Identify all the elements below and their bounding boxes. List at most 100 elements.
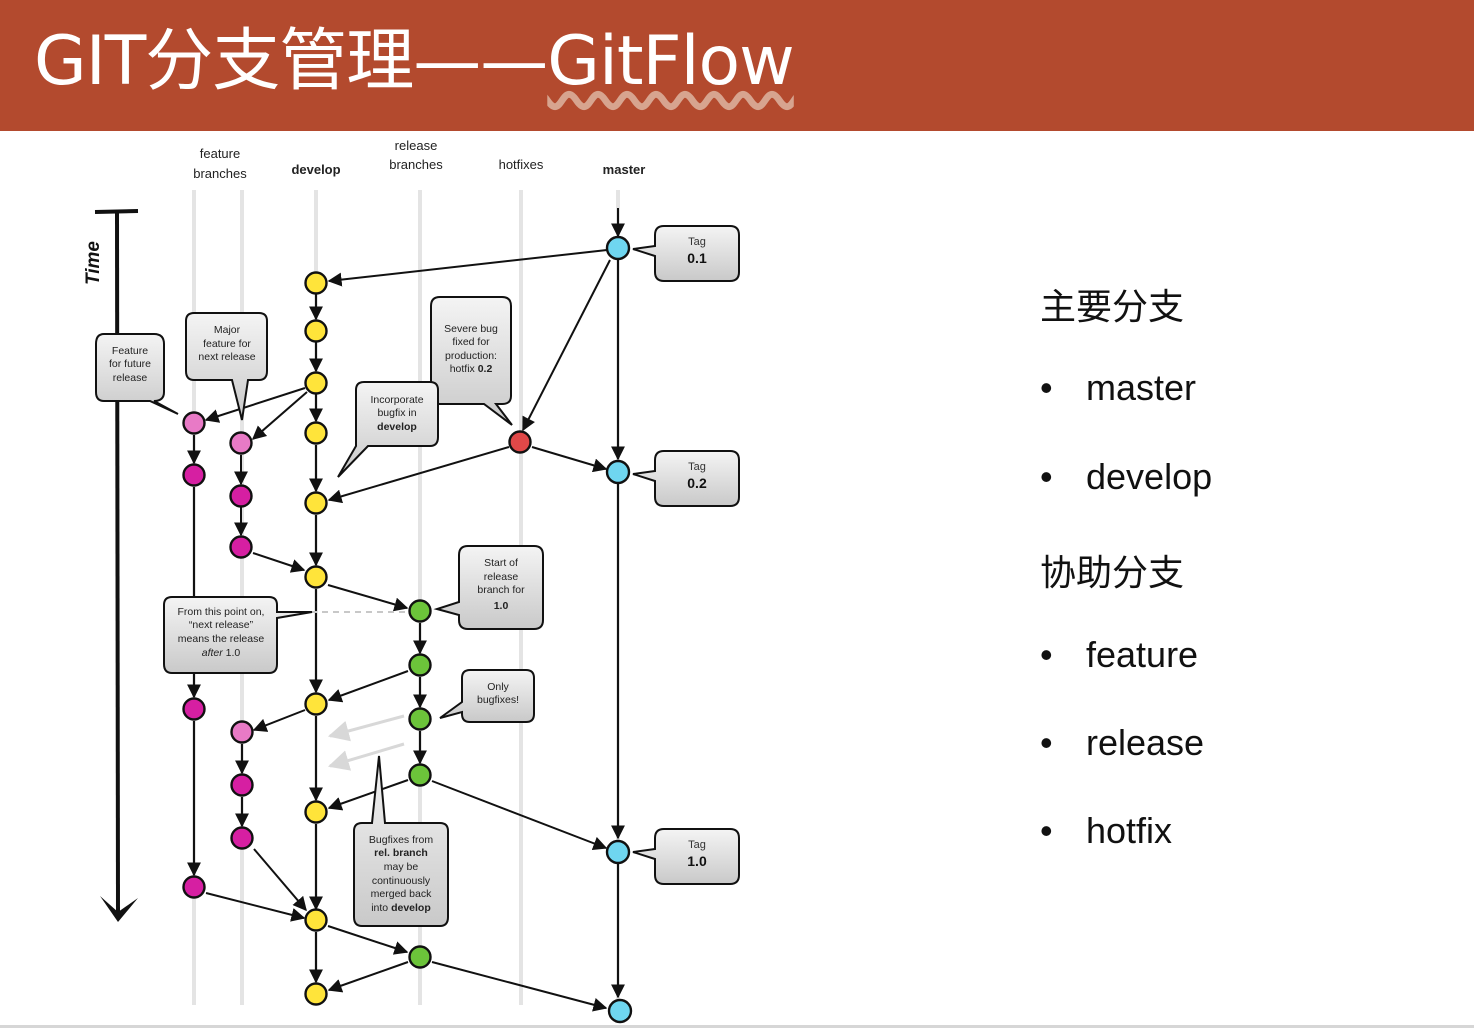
bullet-icon: • — [1040, 634, 1053, 675]
time-label: Time — [83, 241, 104, 285]
callout-text: 1.0 — [494, 600, 509, 612]
feature-commit — [230, 826, 254, 850]
callout-start-release: Start of release branch for 1.0 — [433, 545, 544, 630]
callout-text: Incorporate — [370, 394, 423, 406]
commit-nodes — [182, 235, 633, 1024]
callout-text: bugfixes! — [477, 694, 519, 706]
callout-text: rel. branch — [374, 847, 428, 859]
callout-text: feature for — [203, 338, 251, 350]
callout-text: develop — [377, 421, 417, 433]
tag-label: Tag — [688, 461, 706, 473]
callout-text: Major — [214, 324, 241, 336]
develop-commit — [304, 908, 328, 932]
release-commit — [408, 599, 432, 623]
tag-version: 1.0 — [687, 853, 707, 869]
callout-from-this-point: From this point on, “next release” means… — [163, 596, 313, 674]
callout-text: Bugfixes from — [369, 834, 433, 846]
callout-incorporate-bugfix: Incorporate bugfix in develop — [337, 381, 439, 478]
callout-text: bugfix in — [377, 407, 416, 419]
master-commit — [605, 235, 631, 261]
callout-only-bugfixes: Only bugfixes! — [439, 669, 535, 723]
develop-commit — [304, 371, 328, 395]
bullet-icon: • — [1040, 722, 1053, 763]
time-axis: Time — [83, 209, 139, 922]
develop-commit — [304, 271, 328, 295]
callout-feature-future: Feature for future release — [95, 333, 179, 415]
column-label-feature-2: branches — [193, 166, 247, 181]
callout-text: branch for — [477, 584, 525, 596]
callout-major-feature: Major feature for next release — [185, 312, 268, 421]
column-label-master: master — [603, 162, 646, 177]
callout-bugfixes-from-release: Bugfixes from rel. branch may be continu… — [353, 755, 449, 927]
callout-text: continuously — [372, 875, 431, 887]
callout-text: means the release — [178, 633, 265, 645]
list-item-label: develop — [1086, 456, 1213, 497]
callout-text: Only — [487, 681, 509, 693]
tag-callout-0-1: Tag 0.1 — [632, 225, 740, 282]
list-item-label: hotfix — [1086, 810, 1173, 851]
develop-commit — [304, 319, 328, 343]
list-item-label: release — [1086, 722, 1205, 763]
callout-text: fixed for — [452, 336, 490, 348]
feature-commit — [229, 484, 253, 508]
callout-text: release — [113, 372, 148, 384]
feature-commit — [229, 535, 253, 559]
callout-text: Feature — [112, 345, 148, 357]
release-commit — [408, 707, 432, 731]
callout-text: merged back — [371, 888, 432, 900]
list-item: • release — [1040, 722, 1204, 764]
faded-merge-arrows — [327, 714, 405, 771]
release-commit — [408, 763, 432, 787]
callout-text: for future — [109, 358, 151, 370]
list-item-label: master — [1086, 367, 1197, 408]
tag-version: 0.2 — [687, 475, 707, 491]
develop-commit — [304, 491, 328, 515]
tag-label: Tag — [688, 236, 706, 248]
feature-commit — [182, 697, 206, 721]
slide-bottom-border — [0, 1025, 1474, 1028]
gitflow-diagram: feature branches develop release branche… — [83, 138, 740, 1024]
callout-text: into develop — [371, 902, 431, 914]
tag-version: 0.1 — [687, 250, 707, 266]
bullet-icon: • — [1040, 367, 1053, 408]
callout-text-part: into — [371, 902, 391, 914]
master-commit — [605, 839, 631, 865]
callout-text: From this point on, — [178, 606, 265, 618]
hotfix-commit — [508, 430, 532, 454]
master-commit — [607, 998, 633, 1024]
develop-commit — [304, 982, 328, 1006]
develop-commit — [304, 421, 328, 445]
slide-title: GIT分支管理——GitFlow — [34, 20, 795, 104]
callout-text-italic: after — [202, 647, 224, 659]
callout-text-part: hotfix — [450, 363, 478, 375]
release-commit — [408, 653, 432, 677]
callout-text: production: — [445, 350, 497, 362]
feature-commit — [182, 463, 206, 487]
column-label-release-1: release — [395, 138, 438, 153]
time-arrow-head-icon — [100, 896, 138, 922]
slide-title-prefix: GIT分支管理—— — [34, 22, 548, 101]
callout-text-bold: develop — [391, 902, 431, 914]
list-item: • hotfix — [1040, 810, 1172, 852]
tag-callout-0-2: Tag 0.2 — [632, 450, 740, 507]
master-commit — [605, 459, 631, 485]
support-branches-heading: 协助分支 — [1040, 553, 1185, 594]
callout-text: Severe bug — [444, 323, 498, 335]
develop-commit — [304, 692, 328, 716]
develop-commit — [304, 800, 328, 824]
bullet-icon: • — [1040, 456, 1053, 497]
column-label-feature-1: feature — [200, 146, 240, 161]
callout-text: Start of — [484, 557, 518, 569]
feature-commit — [182, 875, 206, 899]
title-bar: GIT分支管理——GitFlow — [0, 0, 1474, 131]
release-commit — [408, 945, 432, 969]
feature-commit — [230, 773, 254, 797]
tag-label: Tag — [688, 839, 706, 851]
list-item: • develop — [1040, 456, 1212, 498]
feature-commit — [182, 411, 206, 435]
callout-text-bold: 0.2 — [478, 363, 493, 375]
branch-lines — [187, 208, 625, 999]
bullet-icon: • — [1040, 810, 1053, 851]
column-label-develop: develop — [291, 162, 340, 177]
list-item-label: feature — [1086, 634, 1199, 675]
